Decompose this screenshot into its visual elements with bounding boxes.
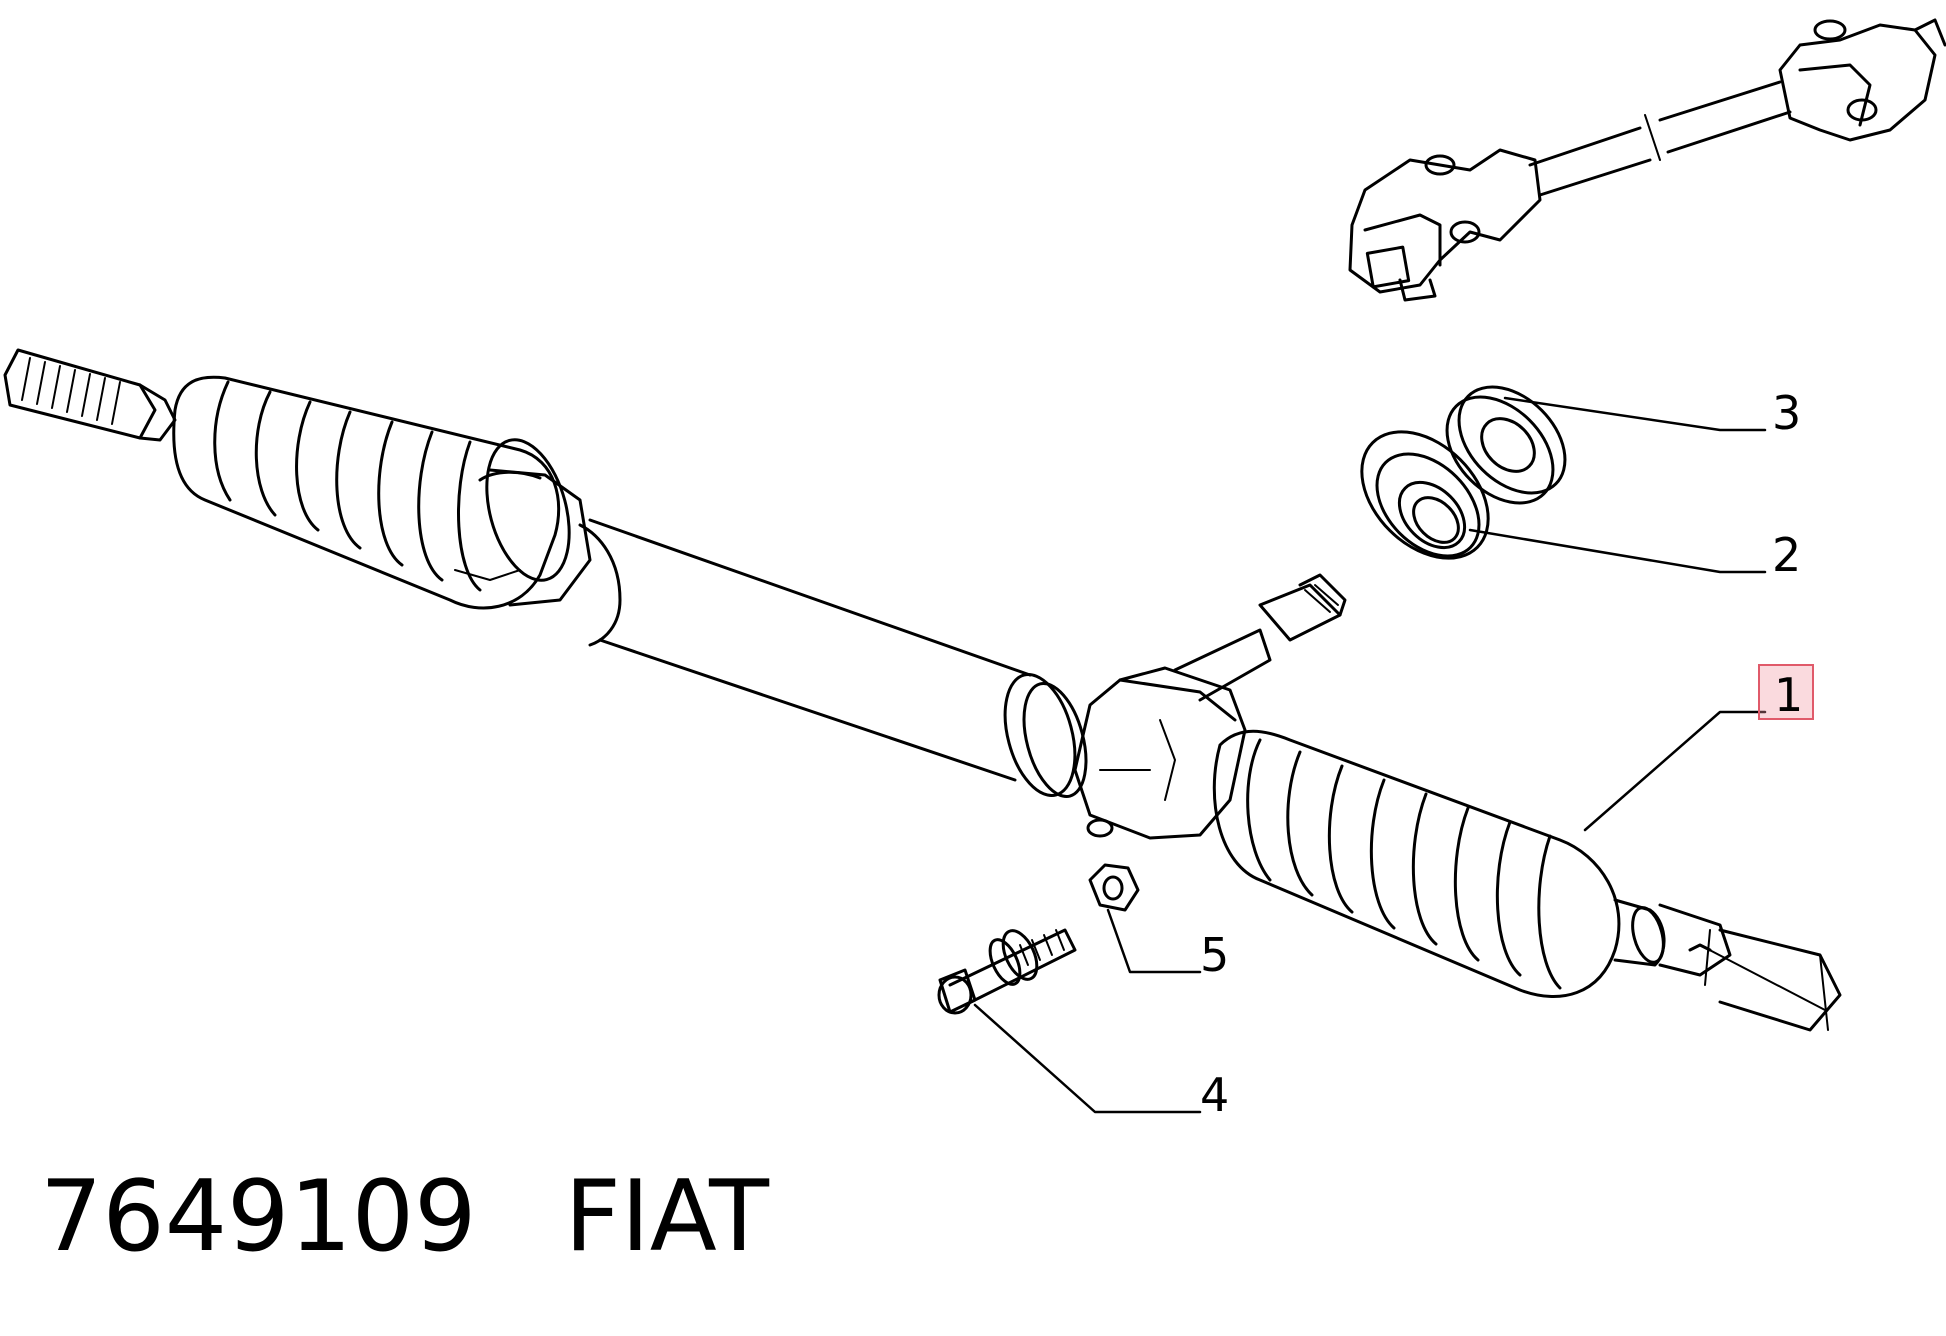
leader-line-2 [1468,528,1767,574]
bolt-part-4 [937,928,1077,1015]
seal-part-3 [1445,385,1567,505]
nut-part-5 [1088,863,1140,912]
callout-4: 4 [1200,1068,1230,1122]
intermediate-shaft [1348,18,1946,302]
callout-5: 5 [1200,928,1230,982]
part-number: 7649109 [40,1160,477,1274]
brand-name: FIAT [564,1160,770,1274]
leader-line-1 [1583,710,1767,832]
leader-lines [973,396,1767,1114]
leader-line-4 [973,1003,1202,1114]
callout-3: 3 [1772,386,1802,440]
leader-line-5 [1106,908,1202,974]
callout-1-highlight [1758,664,1814,720]
steering-rack-part-1 [3,348,1842,1032]
leader-line-3 [1503,396,1767,432]
seal-part-2 [1360,430,1490,560]
callout-2: 2 [1772,528,1802,582]
callout-1: 1 [1774,668,1804,722]
